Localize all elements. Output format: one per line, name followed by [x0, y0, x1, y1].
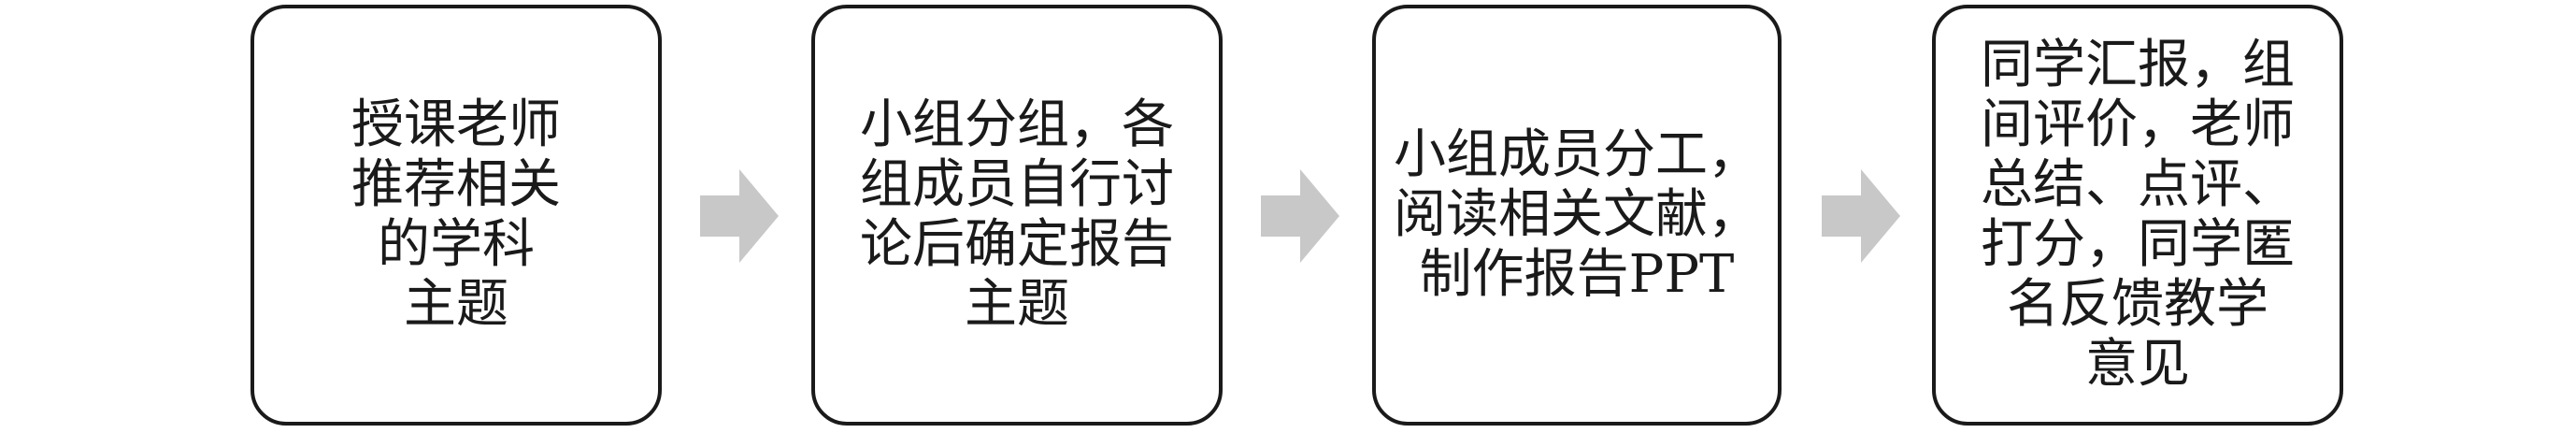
flow-step-4-line-1: 同学汇报，组	[1981, 35, 2295, 95]
right-arrow-icon	[700, 169, 779, 263]
flow-step-4-line-3: 总结、点评、	[1981, 154, 2295, 215]
flow-step-3-line-3: 制作报告PPT	[1419, 244, 1735, 305]
flow-step-1-line-4: 主题	[404, 274, 508, 335]
flow-step-4-line-2: 间评价，老师	[1981, 94, 2295, 155]
flow-step-3-line-2: 阅读相关文献，	[1394, 184, 1760, 245]
flow-step-4-line-4: 打分，同学匿	[1981, 214, 2295, 275]
flow-step-3-line-1: 小组成员分工，	[1394, 124, 1760, 185]
flow-step-4: 同学汇报，组 间评价，老师 总结、点评、 打分，同学匿 名反馈教学 意见	[1932, 5, 2343, 426]
flow-step-1-text: 授课老师 推荐相关 的学科 主题	[351, 95, 561, 335]
right-arrow-icon	[1261, 169, 1339, 263]
flow-step-1-line-2: 推荐相关	[351, 154, 561, 215]
flow-step-3: 小组成员分工， 阅读相关文献， 制作报告PPT	[1372, 5, 1782, 426]
right-arrow-icon	[1822, 169, 1900, 263]
flow-step-1-line-1: 授课老师	[351, 94, 561, 155]
flow-step-4-line-5: 名反馈教学	[2007, 274, 2268, 335]
flow-step-4-line-6: 意见	[2085, 334, 2190, 395]
flow-step-2: 小组分组，各 组成员自行讨 论后确定报告 主题	[811, 5, 1223, 426]
flow-step-1: 授课老师 推荐相关 的学科 主题	[250, 5, 662, 426]
flow-step-3-text: 小组成员分工， 阅读相关文献， 制作报告PPT	[1394, 125, 1760, 305]
flow-step-2-line-4: 主题	[965, 274, 1069, 335]
flow-step-4-text: 同学汇报，组 间评价，老师 总结、点评、 打分，同学匿 名反馈教学 意见	[1981, 36, 2295, 395]
flow-step-2-line-1: 小组分组，各	[860, 94, 1174, 155]
flow-step-2-line-2: 组成员自行讨	[860, 154, 1174, 215]
flow-step-2-line-3: 论后确定报告	[860, 214, 1174, 275]
flow-step-1-line-3: 的学科	[378, 214, 535, 275]
flow-step-2-text: 小组分组，各 组成员自行讨 论后确定报告 主题	[860, 95, 1174, 335]
